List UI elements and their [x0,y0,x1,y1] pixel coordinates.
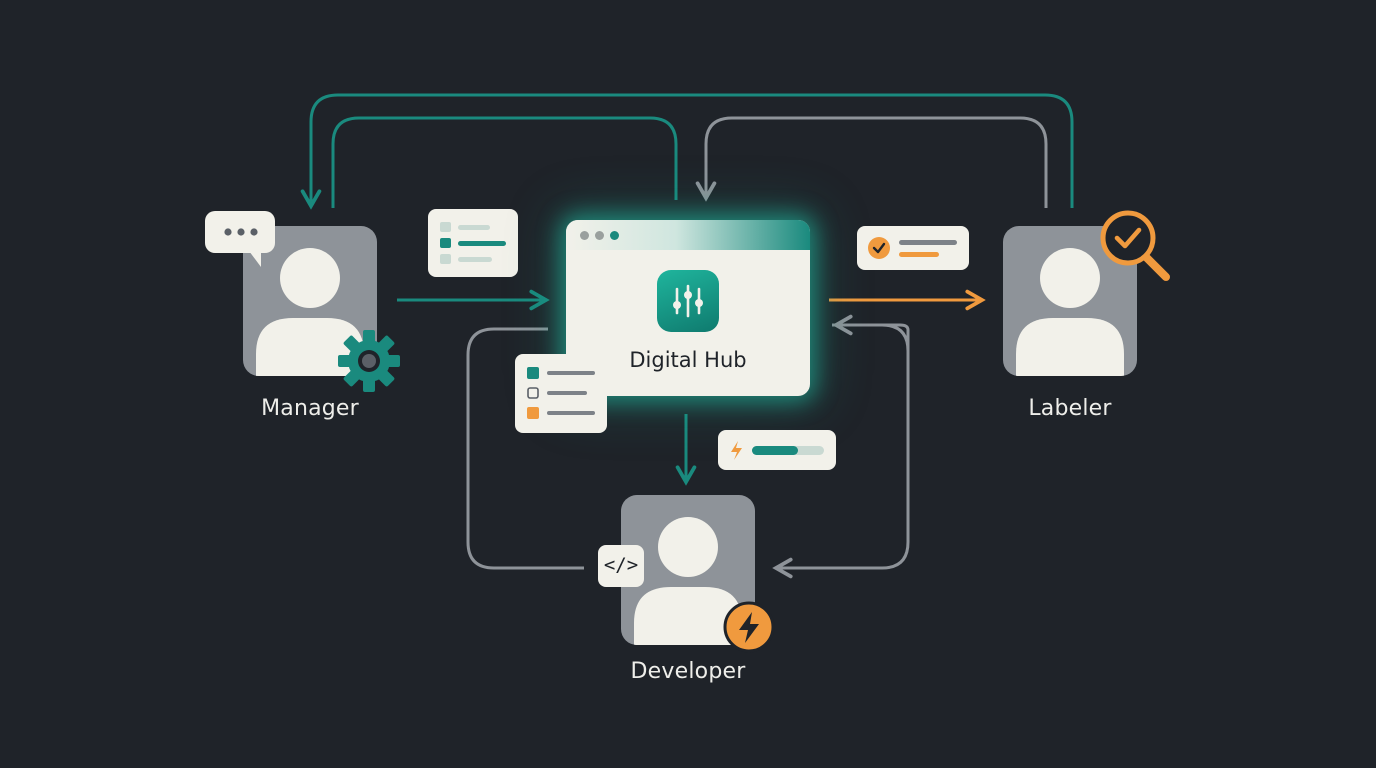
hub-titlebar [566,220,810,250]
magnifier-check-icon [1100,210,1170,281]
arrow-labeler-to-hub-top [695,116,1048,208]
arrow-labeler-to-manager [300,93,1074,210]
task-list-card [428,209,518,277]
manager-label: Manager [261,396,359,421]
person-icon [1016,248,1124,376]
arrow-developer-to-hub [466,327,584,570]
developer-label: Developer [630,659,746,684]
progress-card [718,430,836,470]
person-icon [634,517,742,645]
chat-bubble-icon [205,211,275,267]
approved-card [857,226,969,270]
lightning-icon [723,601,775,653]
person-icon [256,248,364,376]
labeler-label: Labeler [1028,396,1112,421]
checklist-card [515,354,607,433]
code-icon: </> [598,545,644,587]
gear-icon [338,330,400,392]
labeler-avatar [1003,226,1137,376]
sliders-icon [657,270,719,332]
hub-title: Digital Hub [629,348,747,372]
arrow-manager-to-hub-top [331,116,678,208]
